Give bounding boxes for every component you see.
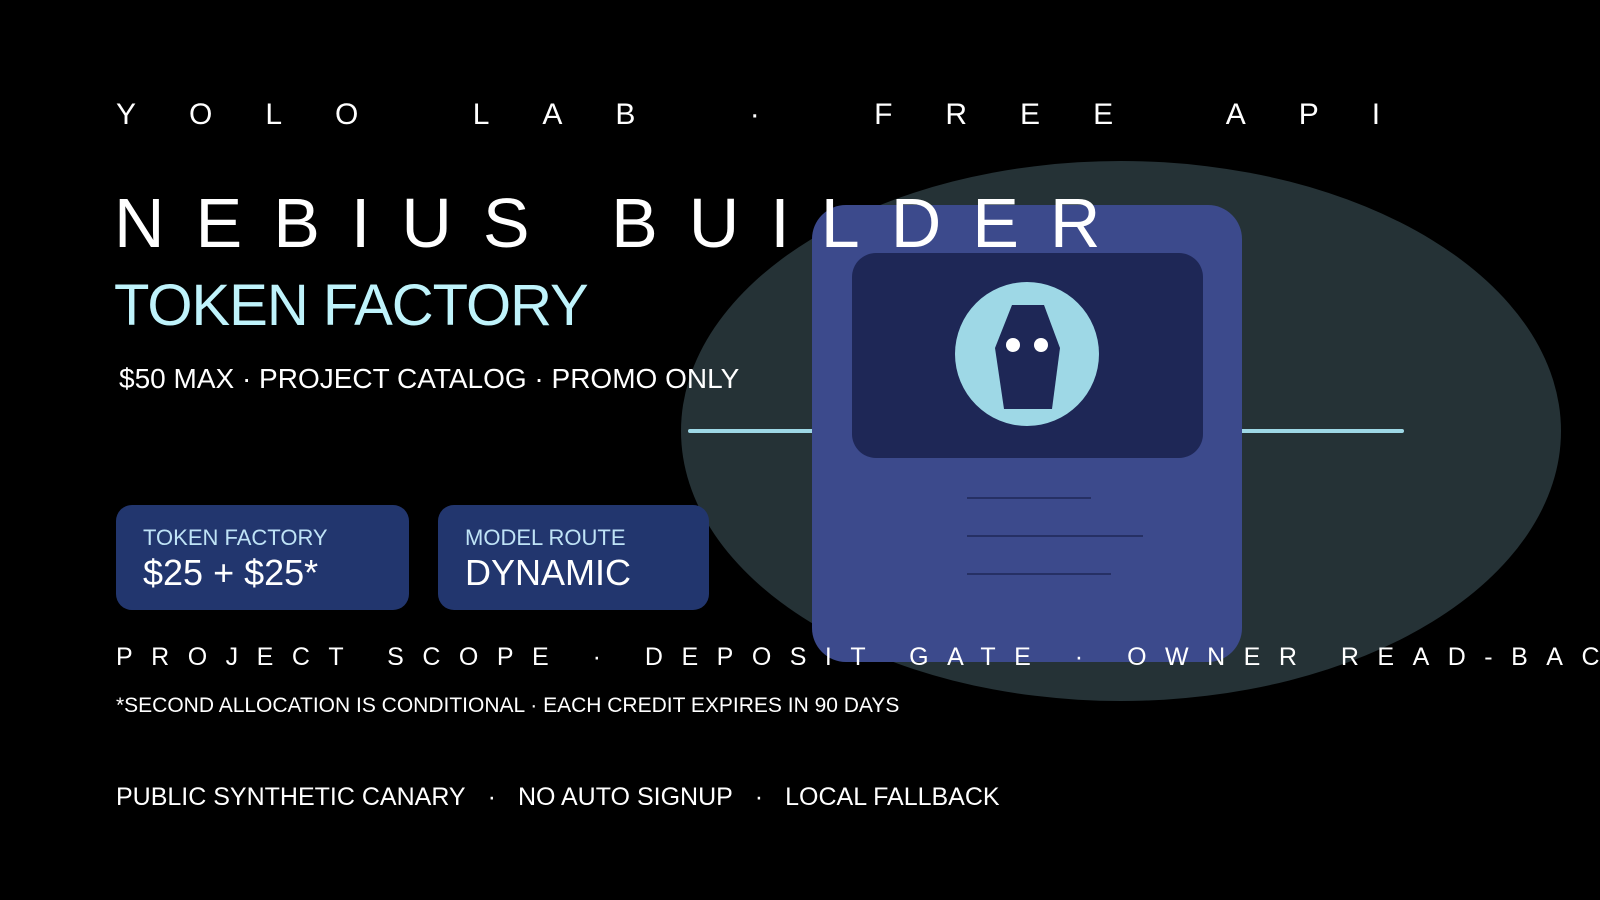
page-title: NEBIUS BUILDER [114,184,1132,262]
robot-avatar-icon [955,282,1099,426]
model-route-card: MODEL ROUTE DYNAMIC [438,505,709,610]
footer-item: LOCAL FALLBACK [785,783,1000,811]
footer-separator: · [754,783,764,811]
card-value: $25 + $25* [143,552,319,593]
card-label: TOKEN FACTORY [143,525,328,550]
page-subtitle: TOKEN FACTORY [114,273,589,338]
kicker-label: YOLO LAB · FREE API [116,98,1434,131]
footer-line: PUBLIC SYNTHETIC CANARY · NO AUTO SIGNUP · L… [116,783,1000,812]
device-text-lines [967,497,1143,575]
footer-item: NO AUTO SIGNUP [517,783,733,811]
card-value: DYNAMIC [465,552,632,593]
card-label: MODEL ROUTE [465,525,626,550]
tagline: $50 MAX · PROJECT CATALOG · PROMO ONLY [119,363,740,394]
scope-line: PROJECT SCOPE · DEPOSIT GATE · OWNER REA… [116,643,1600,671]
footer-item: PUBLIC SYNTHETIC CANARY [116,783,466,811]
footer-separator: · [487,783,496,811]
token-factory-card: TOKEN FACTORY $25 + $25* [116,505,409,610]
footnote: *SECOND ALLOCATION IS CONDITIONAL · EACH… [116,694,900,717]
